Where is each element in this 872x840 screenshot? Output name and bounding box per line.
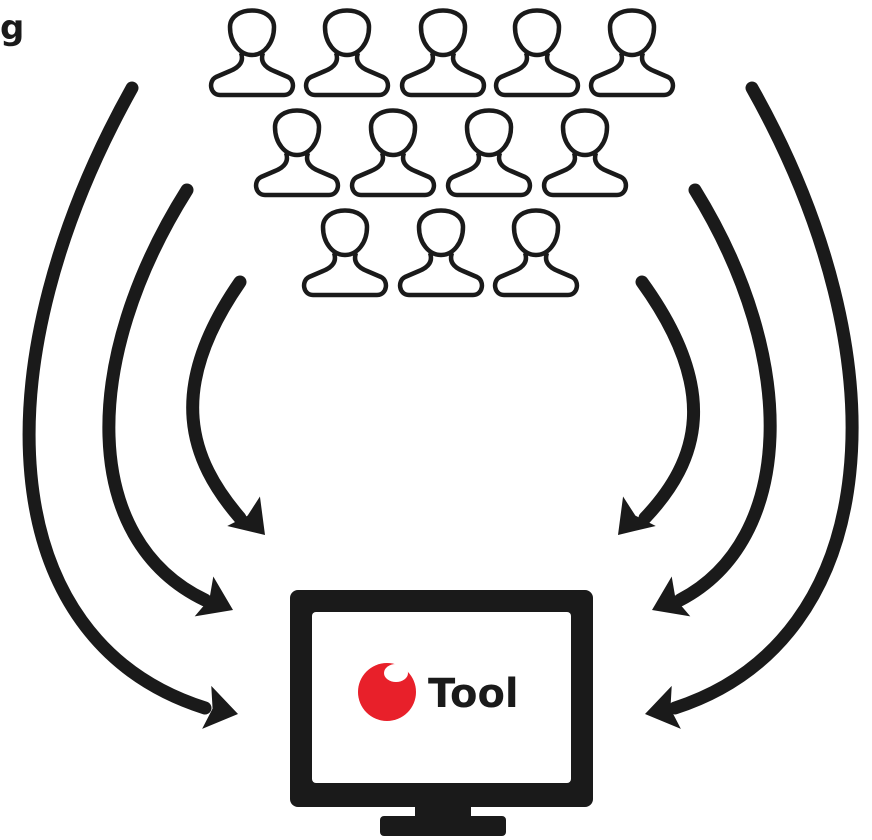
- curved-arrow-icon: [635, 275, 701, 525]
- curved-arrow-icon: [102, 183, 212, 607]
- person-icon: [256, 111, 338, 196]
- person-icon: [352, 111, 434, 196]
- person-icon: [495, 211, 577, 296]
- tool-logo-icon: [358, 663, 416, 721]
- monitor-icon: [290, 590, 593, 836]
- curved-arrow-icon: [186, 275, 247, 525]
- person-icon: [448, 111, 530, 196]
- person-icon: [306, 11, 388, 96]
- person-icon: [304, 211, 386, 296]
- person-icon: [211, 11, 293, 96]
- person-icon: [402, 11, 484, 96]
- arrowhead-icon: [601, 496, 656, 550]
- people-crowd: [211, 11, 673, 296]
- person-icon: [400, 211, 482, 296]
- curved-arrow-icon: [668, 81, 859, 715]
- curved-arrow-icon: [673, 183, 777, 607]
- arrows: [22, 81, 859, 715]
- corner-text: g: [0, 8, 25, 48]
- person-icon: [496, 11, 578, 96]
- curved-arrow-icon: [22, 81, 212, 715]
- person-icon: [544, 111, 626, 196]
- person-icon: [591, 11, 673, 96]
- tool-label: Tool: [428, 671, 519, 717]
